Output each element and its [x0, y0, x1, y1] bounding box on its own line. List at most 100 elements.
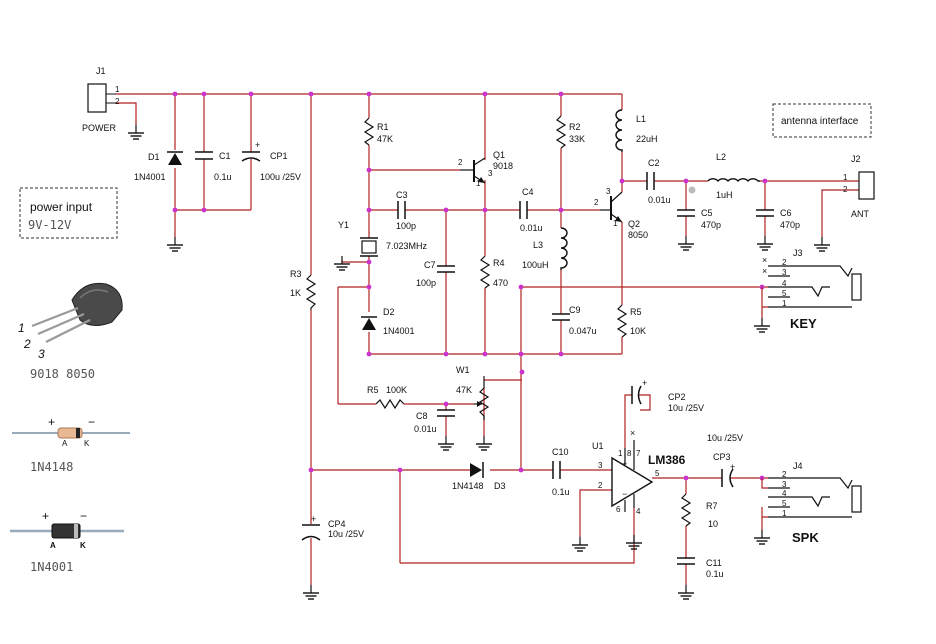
capacitor-c9[interactable]: C9 0.047u [552, 305, 597, 336]
capacitor-c6[interactable]: C6 470p [756, 208, 800, 251]
capacitor-c4[interactable]: C4 0.01u [519, 187, 543, 233]
capacitor-c11[interactable]: C11 0.1u [677, 557, 724, 600]
inductor-l3[interactable]: L3 100uH [522, 227, 568, 270]
cp2-value: 10u /25V [668, 403, 704, 413]
r7-value: 10 [708, 519, 718, 529]
antenna-interface-note: antenna interface [772, 103, 872, 138]
r4-value: 470 [493, 278, 508, 288]
capacitor-c5[interactable]: C5 470p [677, 208, 721, 251]
cp1-plus: + [255, 140, 260, 150]
inductor-l1[interactable]: L1 22uH [615, 109, 658, 152]
r5b-value: 100K [386, 385, 407, 395]
cp2-plus: + [642, 378, 647, 388]
diode-1n4001-illustration: + − A K 1N4001 [10, 509, 124, 574]
capacitor-cp3[interactable]: + CP3 10u /25V [707, 433, 743, 488]
capacitor-cp2[interactable]: + CP2 10u /25V [631, 378, 704, 413]
l3-value: 100uH [522, 260, 549, 270]
amplifier-u1[interactable]: × + − 3 2 5 6 4 7 8 1 U1 LM386 [592, 428, 686, 550]
j1-name: POWER [82, 123, 117, 133]
antenna-interface-label: antenna interface [781, 116, 859, 127]
cp4-value: 10u /25V [328, 529, 364, 539]
pkg-pin-3: 3 [38, 347, 45, 361]
q1-pin3: 3 [488, 169, 493, 178]
resistor-r4[interactable]: R4 470 [479, 255, 508, 289]
j1-pin1: 1 [115, 85, 120, 94]
capacitor-cp1[interactable]: + CP1 100u /25V [241, 140, 301, 182]
cp1-value: 100u /25V [260, 172, 301, 182]
u1-pin5: 5 [655, 469, 660, 478]
r2-ref: R2 [569, 122, 581, 132]
cp4-ref: CP4 [328, 519, 346, 529]
pkg-pin-1: 1 [18, 321, 25, 335]
connector-j1[interactable]: J1 1 2 POWER [82, 66, 145, 140]
power-input-range: 9V-12V [28, 218, 71, 232]
capacitor-c10[interactable]: C10 0.1u [552, 447, 589, 552]
u1-pin4: 4 [636, 507, 641, 516]
crystal-y1[interactable]: Y1 7.023MHz [333, 220, 428, 271]
diode-d3[interactable]: 1N4148 D3 [452, 462, 506, 491]
potentiometer-w1[interactable]: W1 47K [456, 365, 493, 451]
resistor-r7[interactable]: R7 10 [680, 493, 718, 529]
connector-j4[interactable]: 2 3 4 5 1 J4 SPK [753, 461, 862, 545]
u1-pin8: 8 [627, 449, 632, 458]
r3-value: 1K [290, 288, 301, 298]
resistor-r1[interactable]: R1 47K [363, 117, 393, 146]
d4148-plus: + [48, 415, 55, 429]
resistor-r3[interactable]: R3 1K [290, 269, 317, 310]
capacitor-c3[interactable]: C3 100p [396, 190, 416, 231]
j3-pin-a: 2 [782, 258, 787, 267]
d4001-k: K [80, 541, 86, 550]
resistor-r5-100k[interactable]: R5 100K [367, 385, 407, 410]
j1-ref: J1 [96, 66, 106, 76]
c11-value: 0.1u [706, 569, 724, 579]
l3-ref: L3 [533, 240, 543, 250]
u1-plus: + [622, 459, 627, 469]
d4148-name: 1N4148 [30, 460, 73, 474]
d2-ref: D2 [383, 307, 395, 317]
q1-pin1: 1 [476, 179, 481, 188]
cp2-ref: CP2 [668, 392, 686, 402]
r5a-ref: R5 [630, 307, 642, 317]
transistor-q2[interactable]: 2 1 3 Q2 8050 [594, 187, 648, 240]
c10-value: 0.1u [552, 487, 570, 497]
test-point-marker [688, 186, 696, 194]
diode-d1[interactable]: D1 1N4001 [134, 151, 184, 252]
capacitor-c7[interactable]: C7 100p [416, 260, 455, 288]
q1-value: 9018 [493, 161, 513, 171]
capacitor-c2[interactable]: C2 0.01u [646, 158, 671, 205]
j3-pin-d: 5 [782, 289, 787, 298]
connector-j3[interactable]: × × 2 3 4 5 1 J3 KEY [753, 248, 862, 333]
r4-ref: R4 [493, 258, 505, 268]
j4-ref: J4 [793, 461, 803, 471]
resistor-r5-10k[interactable]: R5 10K [616, 304, 646, 338]
u1-pin2: 2 [598, 481, 603, 490]
wires [116, 93, 859, 585]
q2-value: 8050 [628, 230, 648, 240]
w1-value: 47K [456, 385, 472, 395]
transistor-q1[interactable]: 2 1 3 Q1 9018 [458, 150, 513, 188]
j2-ref: J2 [851, 154, 861, 164]
c2-value: 0.01u [648, 195, 671, 205]
cp4-plus: + [311, 514, 316, 524]
c4-ref: C4 [522, 187, 534, 197]
inductor-l2[interactable]: L2 1uH [707, 152, 760, 200]
r2-value: 33K [569, 134, 585, 144]
cp3-ref: CP3 [713, 452, 731, 462]
d4001-name: 1N4001 [30, 560, 73, 574]
cp3-value: 10u /25V [707, 433, 743, 443]
c5-value: 470p [701, 220, 721, 230]
capacitor-c1[interactable]: C1 0.1u [195, 151, 232, 182]
d3-ref: D3 [494, 481, 506, 491]
u1-minus: − [622, 489, 627, 499]
capacitor-c8[interactable]: C8 0.01u [414, 409, 455, 451]
capacitor-cp4[interactable]: + CP4 10u /25V [301, 514, 364, 600]
connector-j2[interactable]: J2 1 2 ANT [813, 154, 875, 252]
j3-nc-2: × [762, 266, 767, 276]
j3-ref: J3 [793, 248, 803, 258]
c8-ref: C8 [416, 411, 428, 421]
diode-d2[interactable]: D2 1N4001 [361, 307, 415, 336]
j3-pin-b: 3 [782, 268, 787, 277]
j4-pin-d: 5 [782, 499, 787, 508]
resistor-r2[interactable]: R2 33K [555, 115, 585, 149]
